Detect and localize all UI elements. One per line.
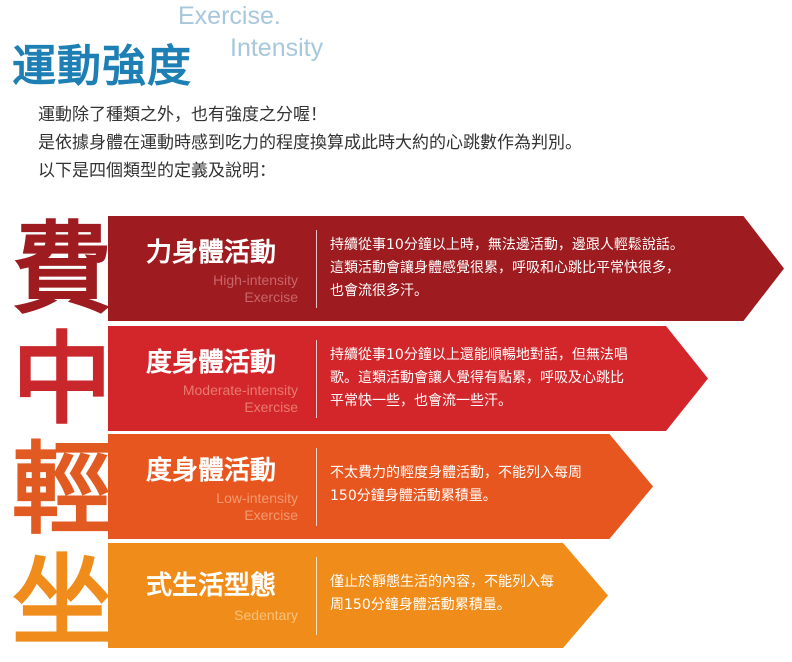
band-description-line: 也會流很多汗。: [330, 283, 428, 299]
band-english-line1: Sedentary: [234, 607, 298, 623]
band-divider: [316, 230, 317, 308]
band-english-line2: Exercise: [244, 399, 298, 415]
band-description-line: 歌。這類活動會讓人覺得有點累，呼吸及心跳比: [330, 370, 624, 386]
header: 運動強度 Exercise. Intensity: [0, 0, 792, 100]
band-divider: [316, 448, 317, 526]
intro-line: 運動除了種類之外，也有強度之分喔！: [38, 105, 327, 125]
intensity-characters: 費 中 輕 坐: [6, 215, 118, 660]
page-subtitle-line2: Intensity: [230, 34, 324, 62]
band-sedentary: 式生活型態 Sedentary 僅止於靜態生活的內容，不能列入每 周150分鐘身…: [108, 543, 608, 648]
page-subtitle-line1: Exercise.: [178, 2, 281, 30]
band-title: 力身體活動: [146, 238, 277, 268]
band-title: 度身體活動: [146, 456, 277, 486]
band-description-line: 持續從事10分鐘以上時，無法邊活動，邊跟人輕鬆說話。: [330, 237, 684, 253]
band-description: 不太費力的輕度身體活動，不能列入每周 150分鐘身體活動累積量。: [330, 462, 582, 508]
band-description-line: 持續從事10分鐘以上還能順暢地對話，但無法唱: [330, 347, 628, 363]
band-english-label: Moderate-intensity Exercise: [108, 382, 298, 416]
band-divider: [316, 557, 317, 635]
band-english-line1: Low-intensity: [216, 490, 298, 506]
band-description: 持續從事10分鐘以上時，無法邊活動，邊跟人輕鬆說話。 這類活動會讓身體感覺很累，…: [330, 234, 684, 303]
big-char-sedentary: 坐: [12, 543, 112, 660]
band-moderate-intensity: 度身體活動 Moderate-intensity Exercise 持續從事10…: [108, 326, 708, 431]
band-english-line2: Exercise: [244, 289, 298, 305]
band-high-intensity: 力身體活動 High-intensity Exercise 持續從事10分鐘以上…: [108, 216, 784, 321]
band-title: 式生活型態: [146, 571, 277, 601]
band-divider: [316, 340, 317, 418]
band-description-line: 平常快一些，也會流一些汗。: [330, 393, 512, 409]
band-description-line: 不太費力的輕度身體活動，不能列入每周: [330, 465, 582, 481]
band-description-line: 僅止於靜態生活的內容，不能列入每: [330, 574, 554, 590]
intro-line: 是依據身體在運動時感到吃力的程度換算成此時大約的心跳數作為判別。: [38, 133, 582, 153]
big-char-moderate: 中: [12, 321, 112, 438]
band-english-line1: High-intensity: [213, 272, 298, 288]
page-title: 運動強度: [12, 41, 192, 92]
band-english-label: Sedentary: [108, 607, 298, 624]
band-description: 持續從事10分鐘以上還能順暢地對話，但無法唱 歌。這類活動會讓人覺得有點累，呼吸…: [330, 344, 628, 413]
intro-line: 以下是四個類型的定義及說明：: [38, 161, 276, 181]
band-description: 僅止於靜態生活的內容，不能列入每 周150分鐘身體活動累積量。: [330, 571, 554, 617]
band-english-line1: Moderate-intensity: [182, 382, 298, 398]
band-english-line2: Exercise: [244, 507, 298, 523]
band-english-label: Low-intensity Exercise: [108, 490, 298, 524]
band-description-line: 周150分鐘身體活動累積量。: [330, 597, 511, 613]
intro-text: 運動除了種類之外，也有強度之分喔！ 是依據身體在運動時感到吃力的程度換算成此時大…: [38, 101, 758, 185]
band-low-intensity: 度身體活動 Low-intensity Exercise 不太費力的輕度身體活動…: [108, 434, 653, 539]
band-description-line: 這類活動會讓身體感覺很累，呼吸和心跳比平常快很多，: [330, 260, 680, 276]
big-char-high: 費: [12, 211, 112, 328]
band-description-line: 150分鐘身體活動累積量。: [330, 488, 497, 504]
big-char-low: 輕: [12, 431, 112, 548]
band-english-label: High-intensity Exercise: [108, 272, 298, 306]
band-title: 度身體活動: [146, 348, 277, 378]
